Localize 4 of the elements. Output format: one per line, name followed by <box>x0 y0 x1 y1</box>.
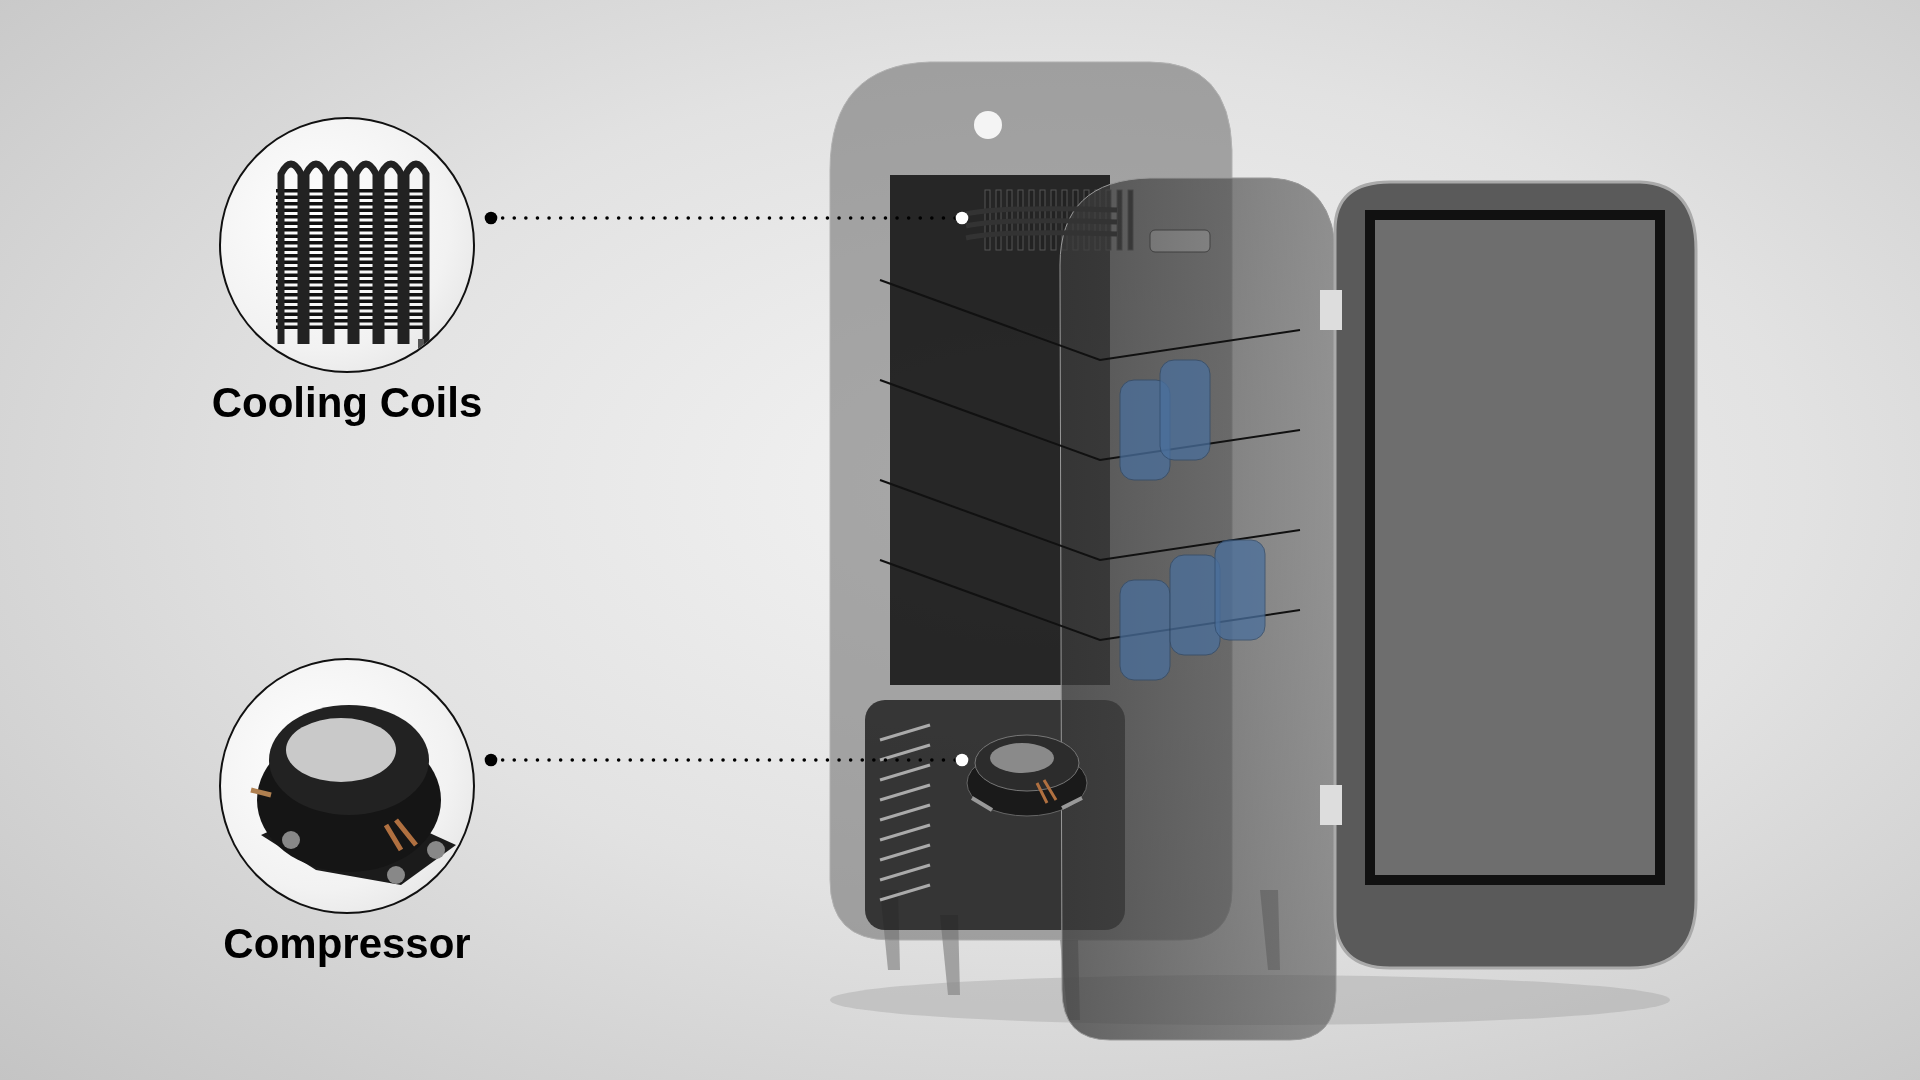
leader-line <box>484 211 969 225</box>
leader-line <box>484 753 969 767</box>
part-label: Compressor <box>222 920 472 968</box>
part-label: Cooling Coils <box>210 379 484 427</box>
